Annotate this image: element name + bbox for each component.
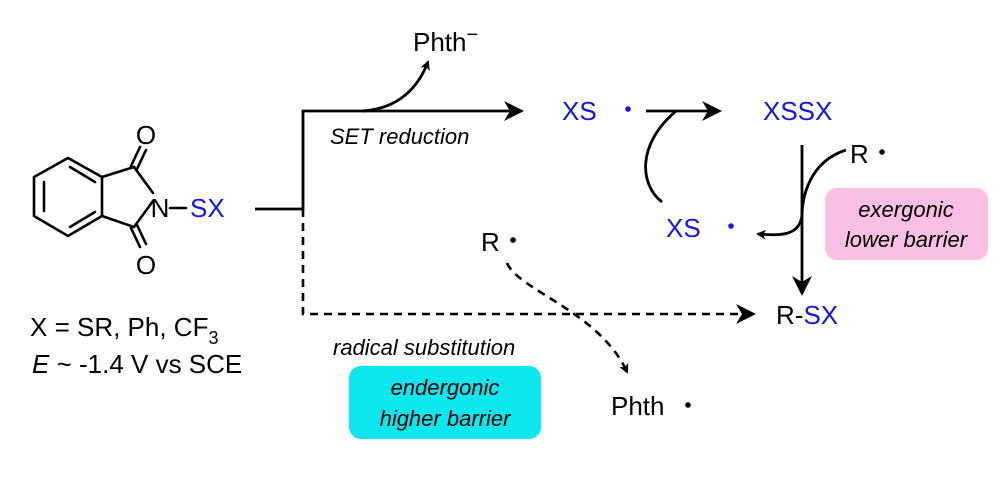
set-reduction-arrow <box>255 101 524 211</box>
radical-dot-xs-1 <box>625 106 631 112</box>
phth-anion: Phth− <box>413 24 478 57</box>
xssx-disulfide: XSSX <box>763 96 832 126</box>
phthalimide-structure <box>32 145 188 249</box>
radical-dot-phth <box>685 402 691 408</box>
reduction-potential: E ~ -1.4 V vs SCE <box>32 349 242 379</box>
lower-barrier-label: lower barrier <box>845 227 969 252</box>
exergonic-label: exergonic <box>858 197 953 222</box>
imide-nitrogen: N <box>151 193 170 223</box>
r-radical-2: R <box>481 227 500 257</box>
phth-radical: Phth <box>611 391 665 421</box>
xs-radical-1: XS <box>562 96 597 126</box>
carbonyl-oxygen-top: O <box>136 120 156 150</box>
reagent-sx-group: SX <box>190 193 225 223</box>
set-reduction-label: SET reduction <box>330 124 469 149</box>
xs-release-arrow <box>756 148 847 240</box>
xs-radical-2: XS <box>666 213 701 243</box>
endergonic-box <box>349 366 541 439</box>
r-radical-1: R <box>850 139 869 169</box>
x-substituent-definition: X = SR, Ph, CF3 <box>30 312 218 348</box>
carbonyl-oxygen-bottom: O <box>136 250 156 280</box>
radical-substitution-arrow <box>301 209 756 324</box>
radical-dot-r-2 <box>510 237 516 243</box>
curved-return-arrow <box>644 109 677 204</box>
phth-release-arrow <box>361 60 430 113</box>
radical-dot-xs-2 <box>728 223 734 229</box>
radical-substitution-label: radical substitution <box>333 335 515 360</box>
product: R-SX <box>776 300 838 330</box>
exergonic-box <box>825 188 988 260</box>
endergonic-label: endergonic <box>391 375 500 400</box>
radical-dot-r-1 <box>879 149 885 155</box>
higher-barrier-label: higher barrier <box>380 406 513 431</box>
direct-substitution-arrow <box>505 262 629 374</box>
